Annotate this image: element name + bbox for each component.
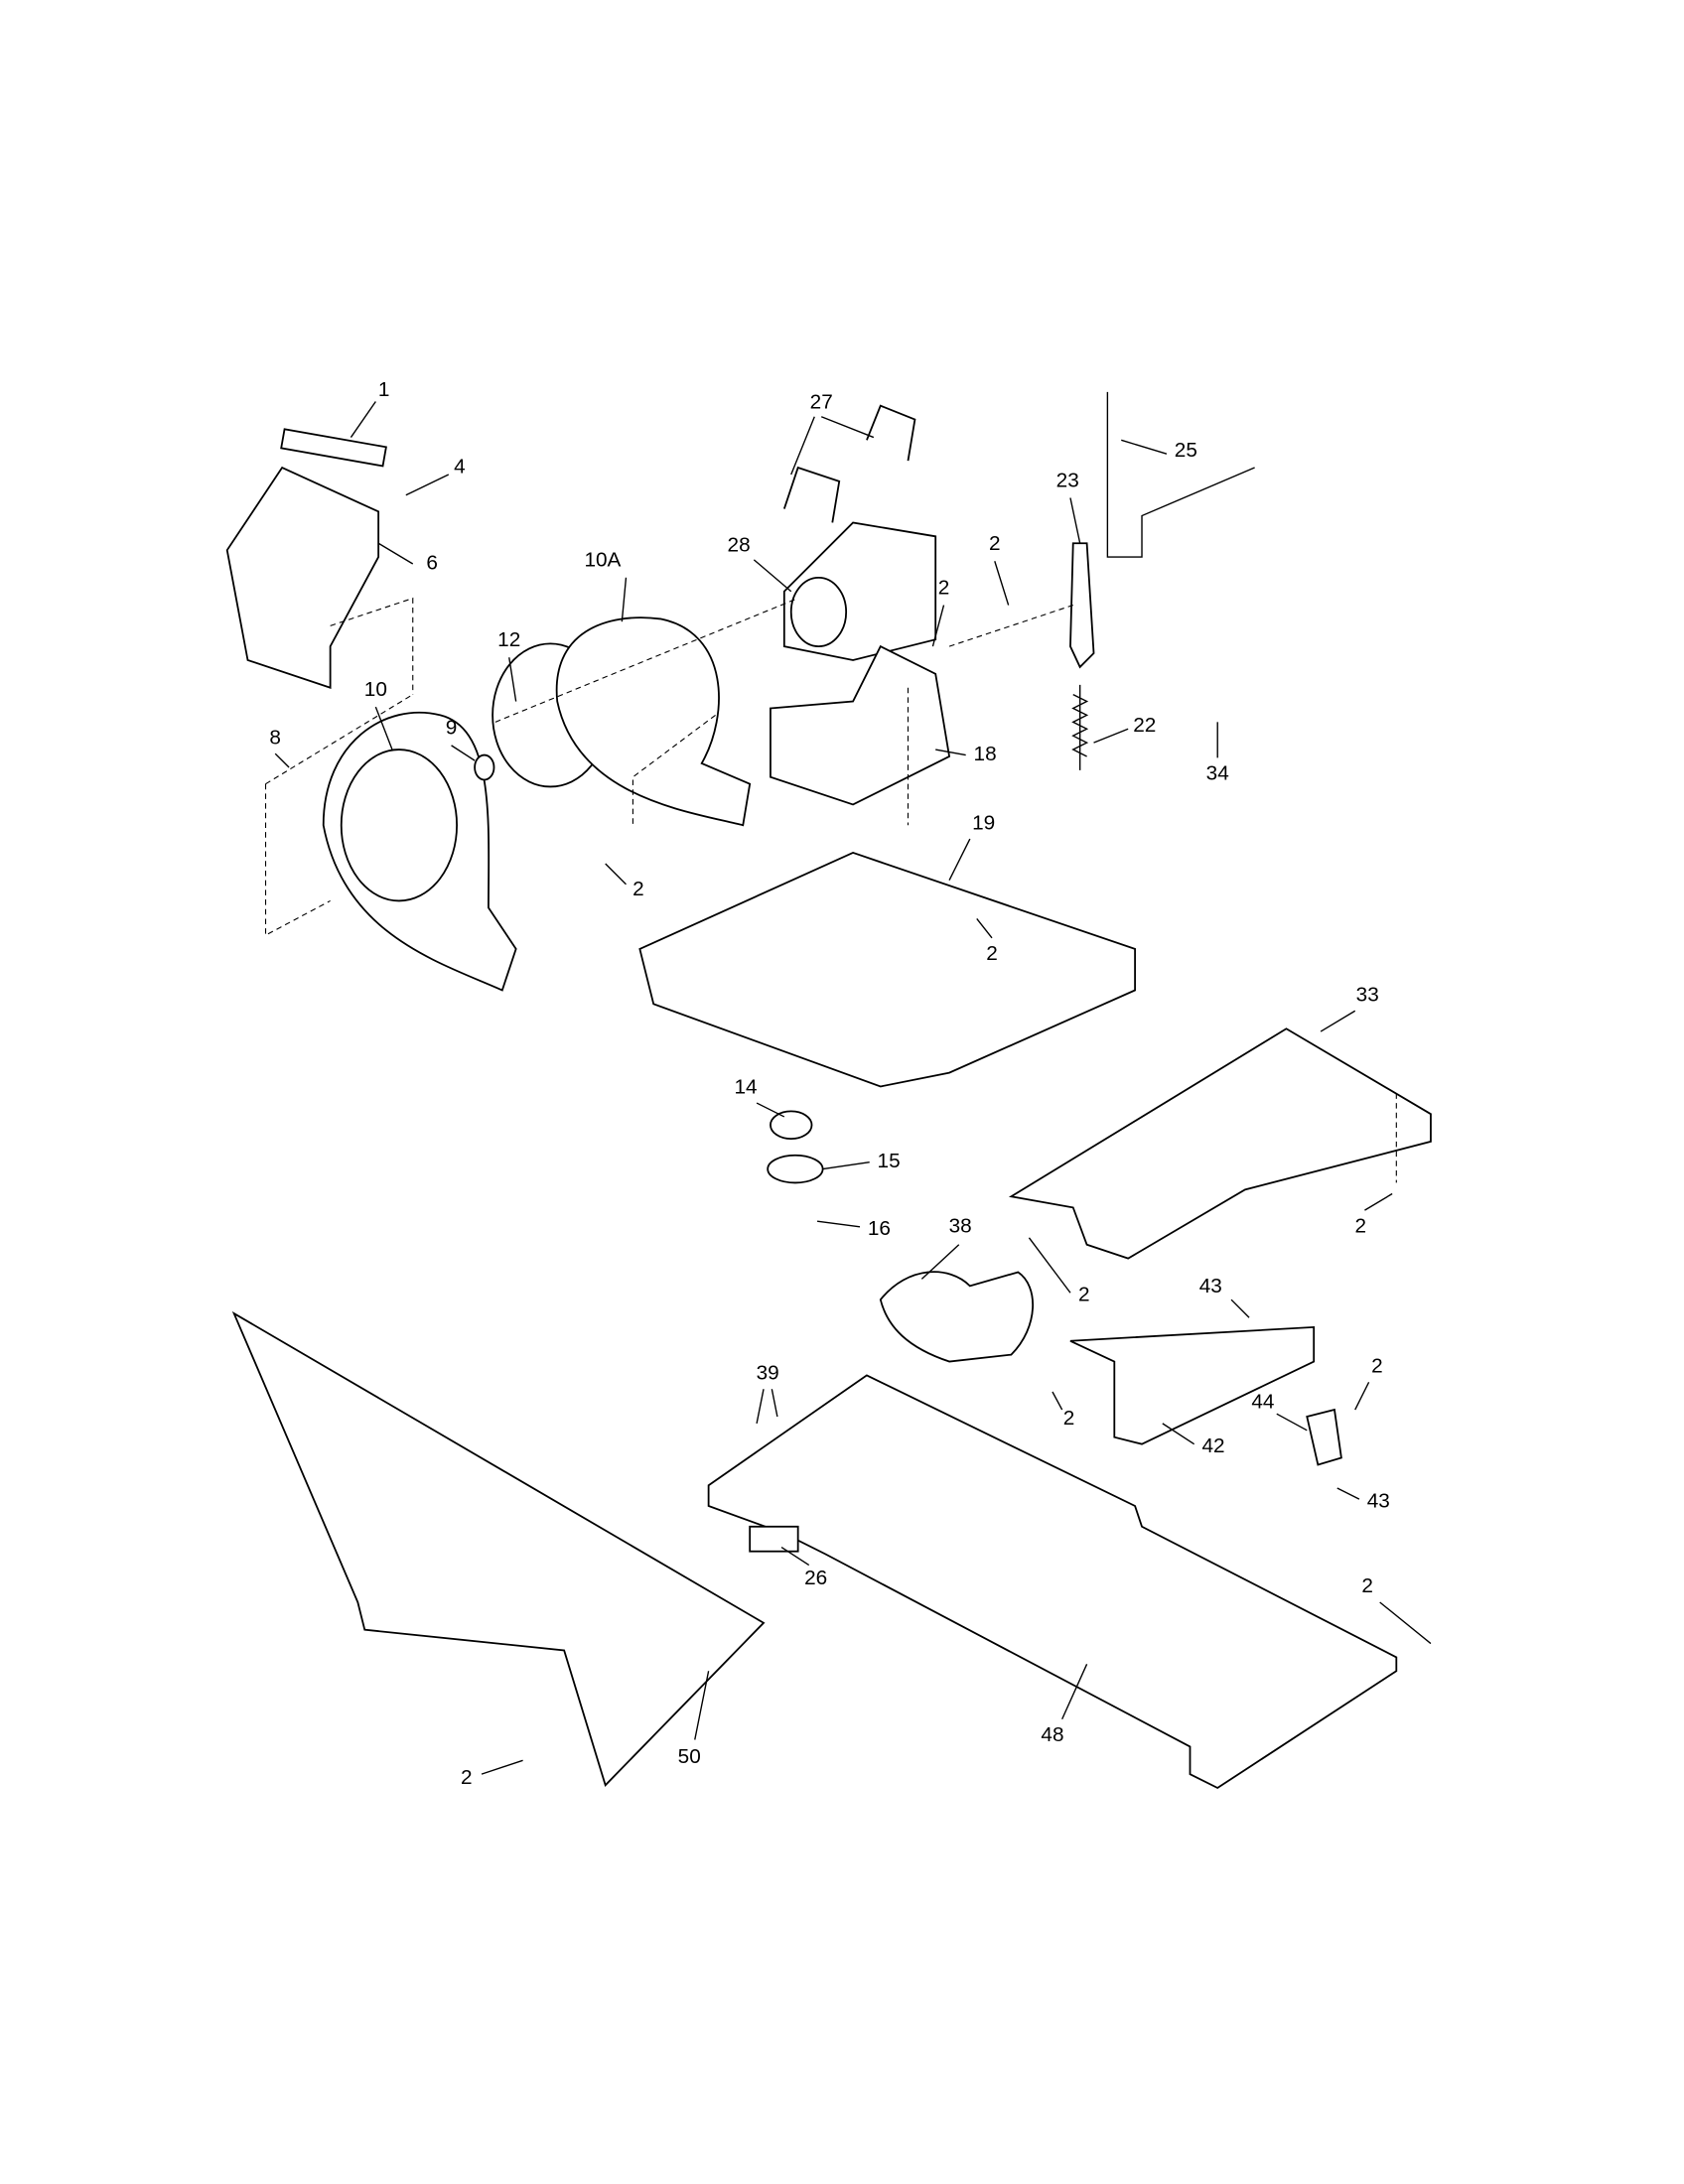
part-1-lint-filter-seal [280,428,387,468]
part-9-washer [474,753,495,781]
part-25-rod [1106,391,1255,558]
part-38-elbow [879,1271,1035,1363]
callout-8: 8 [269,726,281,749]
callout-42: 42 [1202,1434,1225,1457]
callout-15: 15 [878,1150,901,1172]
part-50-panel [231,1310,766,1787]
callout-39: 39 [757,1361,779,1384]
callout-10a: 10A [584,549,621,572]
callout-2: 2 [632,878,644,900]
callout-2: 2 [938,576,950,599]
callout-16: 16 [868,1217,891,1240]
callout-2: 2 [1371,1355,1383,1378]
callout-27: 27 [810,390,833,413]
callout-43: 43 [1367,1489,1390,1512]
callout-38: 38 [949,1214,972,1237]
part-22-spring [1071,684,1089,770]
part-18-motor-mount [770,644,951,806]
callout-labels: 1 4 6 10A 27 28 25 23 2 2 12 10 9 8 22 1… [269,378,1389,1789]
callout-2: 2 [1078,1284,1090,1306]
part-23-idler [1069,542,1095,669]
callout-2: 2 [461,1766,473,1789]
callout-23: 23 [1056,469,1079,491]
callout-34: 34 [1206,761,1229,784]
part-19-base [638,851,1136,1088]
leader-lines [264,401,1432,1775]
part-14-switch [770,1110,813,1141]
callout-22: 22 [1133,714,1156,737]
part-shapes [225,391,1432,1790]
callout-48: 48 [1041,1723,1063,1746]
part-28-pulley [789,576,848,648]
part-10-opening [340,749,458,902]
callout-2: 2 [1063,1407,1075,1430]
callout-26: 26 [804,1567,827,1589]
callout-4: 4 [454,456,466,478]
part-15-mount [767,1154,824,1184]
part-42-rail [1069,1325,1316,1445]
callout-2: 2 [989,532,1001,555]
callout-10: 10 [364,678,387,701]
part-27-clamps [782,404,916,523]
part-44-bracket [1306,1408,1342,1466]
part-26-block [749,1525,799,1553]
callout-19: 19 [972,811,995,834]
callout-43: 43 [1199,1275,1222,1297]
part-6-duct [225,466,380,689]
callout-12: 12 [497,628,520,651]
callout-2: 2 [986,942,998,965]
callout-1: 1 [378,378,390,401]
callout-6: 6 [426,551,438,574]
callout-18: 18 [974,743,997,765]
callout-33: 33 [1356,984,1379,1007]
callout-28: 28 [728,533,751,556]
callout-2: 2 [1361,1574,1373,1597]
callout-9: 9 [446,717,458,740]
callout-14: 14 [734,1075,757,1098]
part-10a-blower-housing [555,616,752,827]
callout-25: 25 [1175,439,1197,462]
part-33-duct [1008,1027,1432,1260]
callout-2: 2 [1355,1214,1367,1237]
callout-50: 50 [678,1745,701,1768]
callout-44: 44 [1251,1391,1274,1414]
